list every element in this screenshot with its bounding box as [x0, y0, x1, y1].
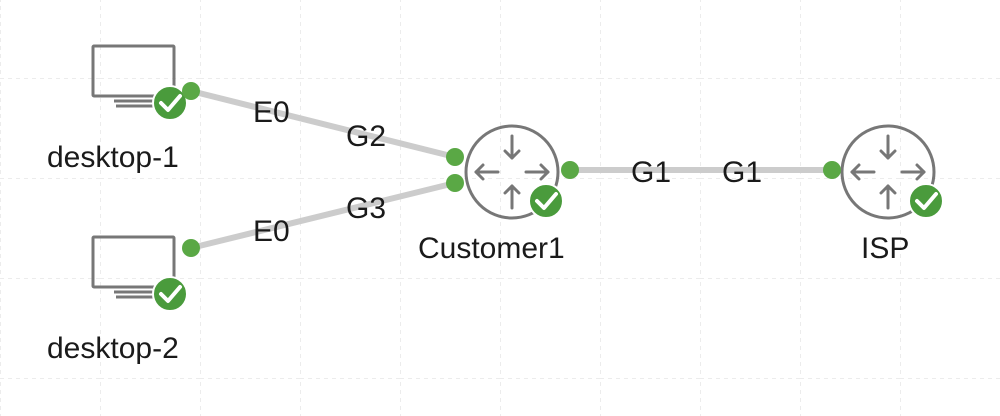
status-ok-icon — [152, 85, 188, 121]
desktop-icon — [91, 44, 176, 108]
port-dot-isp-g1[interactable] — [823, 161, 841, 179]
port-labels: E0 G2 E0 G3 G1 G1 — [253, 96, 762, 248]
port-label-isp-g1: G1 — [722, 156, 762, 189]
link-desktop1-customer1[interactable] — [188, 88, 458, 160]
port-label-customer1-g1: G1 — [631, 156, 671, 189]
node-desktop-2[interactable]: desktop-2 — [47, 235, 200, 365]
node-label-desktop-1: desktop-1 — [47, 141, 179, 174]
node-desktop-1[interactable]: desktop-1 — [47, 44, 200, 174]
port-label-customer1-g2: G2 — [346, 120, 386, 153]
links — [188, 88, 835, 251]
port-dot-customer1-g1[interactable] — [561, 161, 579, 179]
port-label-desktop1-e0: E0 — [253, 96, 290, 129]
desktop-icon — [91, 235, 176, 299]
node-label-desktop-2: desktop-2 — [47, 332, 179, 365]
status-ok-icon — [908, 183, 944, 219]
node-customer1[interactable]: Customer1 — [418, 124, 579, 265]
node-label-isp: ISP — [861, 232, 909, 265]
port-dot-desktop2-e0[interactable] — [182, 239, 200, 257]
port-dot-customer1-g3[interactable] — [446, 174, 464, 192]
port-dot-desktop1-e0[interactable] — [182, 82, 200, 100]
node-label-customer1: Customer1 — [418, 232, 565, 265]
router-icon — [464, 124, 560, 220]
link-desktop2-customer1[interactable] — [188, 180, 458, 251]
router-icon — [840, 124, 936, 220]
status-ok-icon — [152, 276, 188, 312]
port-dot-customer1-g2[interactable] — [446, 148, 464, 166]
status-ok-icon — [528, 183, 564, 219]
port-label-customer1-g3: G3 — [346, 192, 386, 225]
node-isp[interactable]: ISP — [823, 124, 944, 265]
port-label-desktop2-e0: E0 — [253, 215, 290, 248]
